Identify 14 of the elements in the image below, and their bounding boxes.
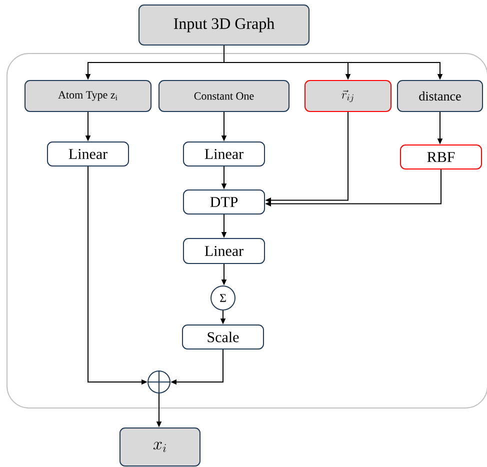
process-box: DTP	[183, 190, 265, 214]
input-box: Constant One	[158, 80, 290, 112]
process-box: Linear	[47, 142, 129, 166]
process-box: RBF	[400, 144, 482, 170]
input-box: distance	[397, 80, 483, 112]
output-box: $x_i$	[120, 428, 200, 466]
process-box: Linear	[183, 238, 265, 264]
module-frame	[6, 53, 487, 408]
input-box: Atom Type z$_{i}$	[24, 80, 152, 112]
input-box: Input 3D Graph	[138, 4, 310, 46]
input-box: $\vec{r}_{ij}$	[304, 80, 392, 112]
process-box: Linear	[183, 142, 265, 166]
process-box: Scale	[182, 324, 264, 350]
add-circle	[147, 370, 171, 394]
